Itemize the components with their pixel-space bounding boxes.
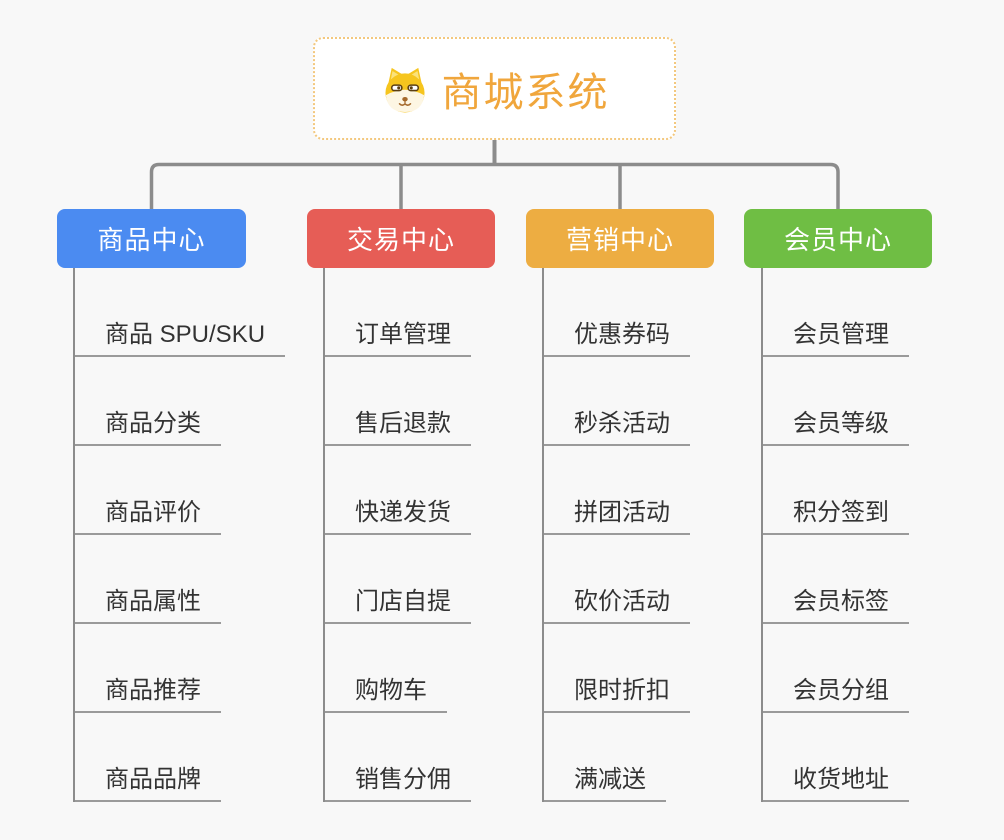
leaf-topic[interactable]: 销售分佣: [325, 765, 471, 802]
branch-children-trade-center: 订单管理 售后退款 快递发货 门店自提 购物车 销售分佣: [323, 268, 471, 802]
leaf-row: 限时折扣: [544, 624, 690, 713]
leaf-row: 商品分类: [75, 357, 285, 446]
leaf-topic[interactable]: 收货地址: [763, 765, 909, 802]
leaf-row: 会员分组: [763, 624, 909, 713]
branch-children-member-center: 会员管理 会员等级 积分签到 会员标签 会员分组 收货地址: [761, 268, 909, 802]
branch-children-product-center: 商品 SPU/SKU 商品分类 商品评价 商品属性 商品推荐 商品品牌: [73, 268, 286, 802]
branch-label: 会员中心: [783, 225, 892, 255]
branch-label: 营销中心: [565, 225, 674, 255]
leaf-topic[interactable]: 商品评价: [75, 498, 221, 535]
branch-label: 商品中心: [97, 225, 206, 255]
shiba-dog-icon: [384, 67, 425, 112]
leaf-topic[interactable]: 优惠券码: [544, 320, 690, 357]
leaf-row: 商品属性: [75, 535, 285, 624]
leaf-topic[interactable]: 会员管理: [763, 320, 909, 357]
leaf-row: 商品 SPU/SKU: [75, 268, 286, 357]
leaf-row: 快递发货: [325, 446, 471, 535]
branch-node-trade-center[interactable]: 交易中心: [307, 209, 495, 268]
leaf-row: 门店自提: [325, 535, 471, 624]
leaf-topic[interactable]: 快递发货: [325, 498, 471, 535]
leaf-topic[interactable]: 商品分类: [75, 409, 221, 446]
leaf-row: 订单管理: [325, 268, 471, 357]
leaf-topic[interactable]: 订单管理: [325, 320, 471, 357]
leaf-topic[interactable]: 商品品牌: [75, 765, 221, 802]
leaf-topic[interactable]: 商品推荐: [75, 676, 221, 713]
leaf-row: 会员标签: [763, 535, 909, 624]
leaf-row: 会员管理: [763, 268, 909, 357]
leaf-topic[interactable]: 门店自提: [325, 587, 471, 624]
leaf-row: 会员等级: [763, 357, 909, 446]
branch-node-product-center[interactable]: 商品中心: [57, 209, 246, 268]
leaf-topic[interactable]: 商品属性: [75, 587, 221, 624]
leaf-topic[interactable]: 限时折扣: [544, 676, 690, 713]
leaf-row: 购物车: [325, 624, 471, 713]
root-node-mall-system[interactable]: 商城系统: [313, 37, 676, 140]
branch-node-marketing-center[interactable]: 营销中心: [526, 209, 714, 268]
leaf-topic[interactable]: 积分签到: [763, 498, 909, 535]
leaf-row: 满减送: [544, 713, 690, 802]
leaf-row: 秒杀活动: [544, 357, 690, 446]
branch-node-member-center[interactable]: 会员中心: [744, 209, 932, 268]
leaf-row: 积分签到: [763, 446, 909, 535]
leaf-topic[interactable]: 拼团活动: [544, 498, 690, 535]
leaf-row: 销售分佣: [325, 713, 471, 802]
leaf-topic[interactable]: 购物车: [325, 676, 447, 713]
leaf-topic[interactable]: 秒杀活动: [544, 409, 690, 446]
leaf-row: 砍价活动: [544, 535, 690, 624]
leaf-topic[interactable]: 满减送: [544, 765, 666, 802]
leaf-row: 商品评价: [75, 446, 285, 535]
leaf-topic[interactable]: 售后退款: [325, 409, 471, 446]
branch-label: 交易中心: [346, 225, 455, 255]
leaf-topic[interactable]: 会员等级: [763, 409, 909, 446]
root-title: 商城系统: [441, 70, 610, 115]
leaf-row: 拼团活动: [544, 446, 690, 535]
leaf-topic[interactable]: 砍价活动: [544, 587, 690, 624]
leaf-row: 售后退款: [325, 357, 471, 446]
leaf-row: 优惠券码: [544, 268, 690, 357]
branch-children-marketing-center: 优惠券码 秒杀活动 拼团活动 砍价活动 限时折扣 满减送: [542, 268, 690, 802]
leaf-topic[interactable]: 会员分组: [763, 676, 909, 713]
leaf-topic[interactable]: 商品 SPU/SKU: [75, 320, 286, 357]
leaf-row: 商品品牌: [75, 713, 285, 802]
leaf-row: 收货地址: [763, 713, 909, 802]
leaf-row: 商品推荐: [75, 624, 285, 713]
leaf-topic[interactable]: 会员标签: [763, 587, 909, 624]
